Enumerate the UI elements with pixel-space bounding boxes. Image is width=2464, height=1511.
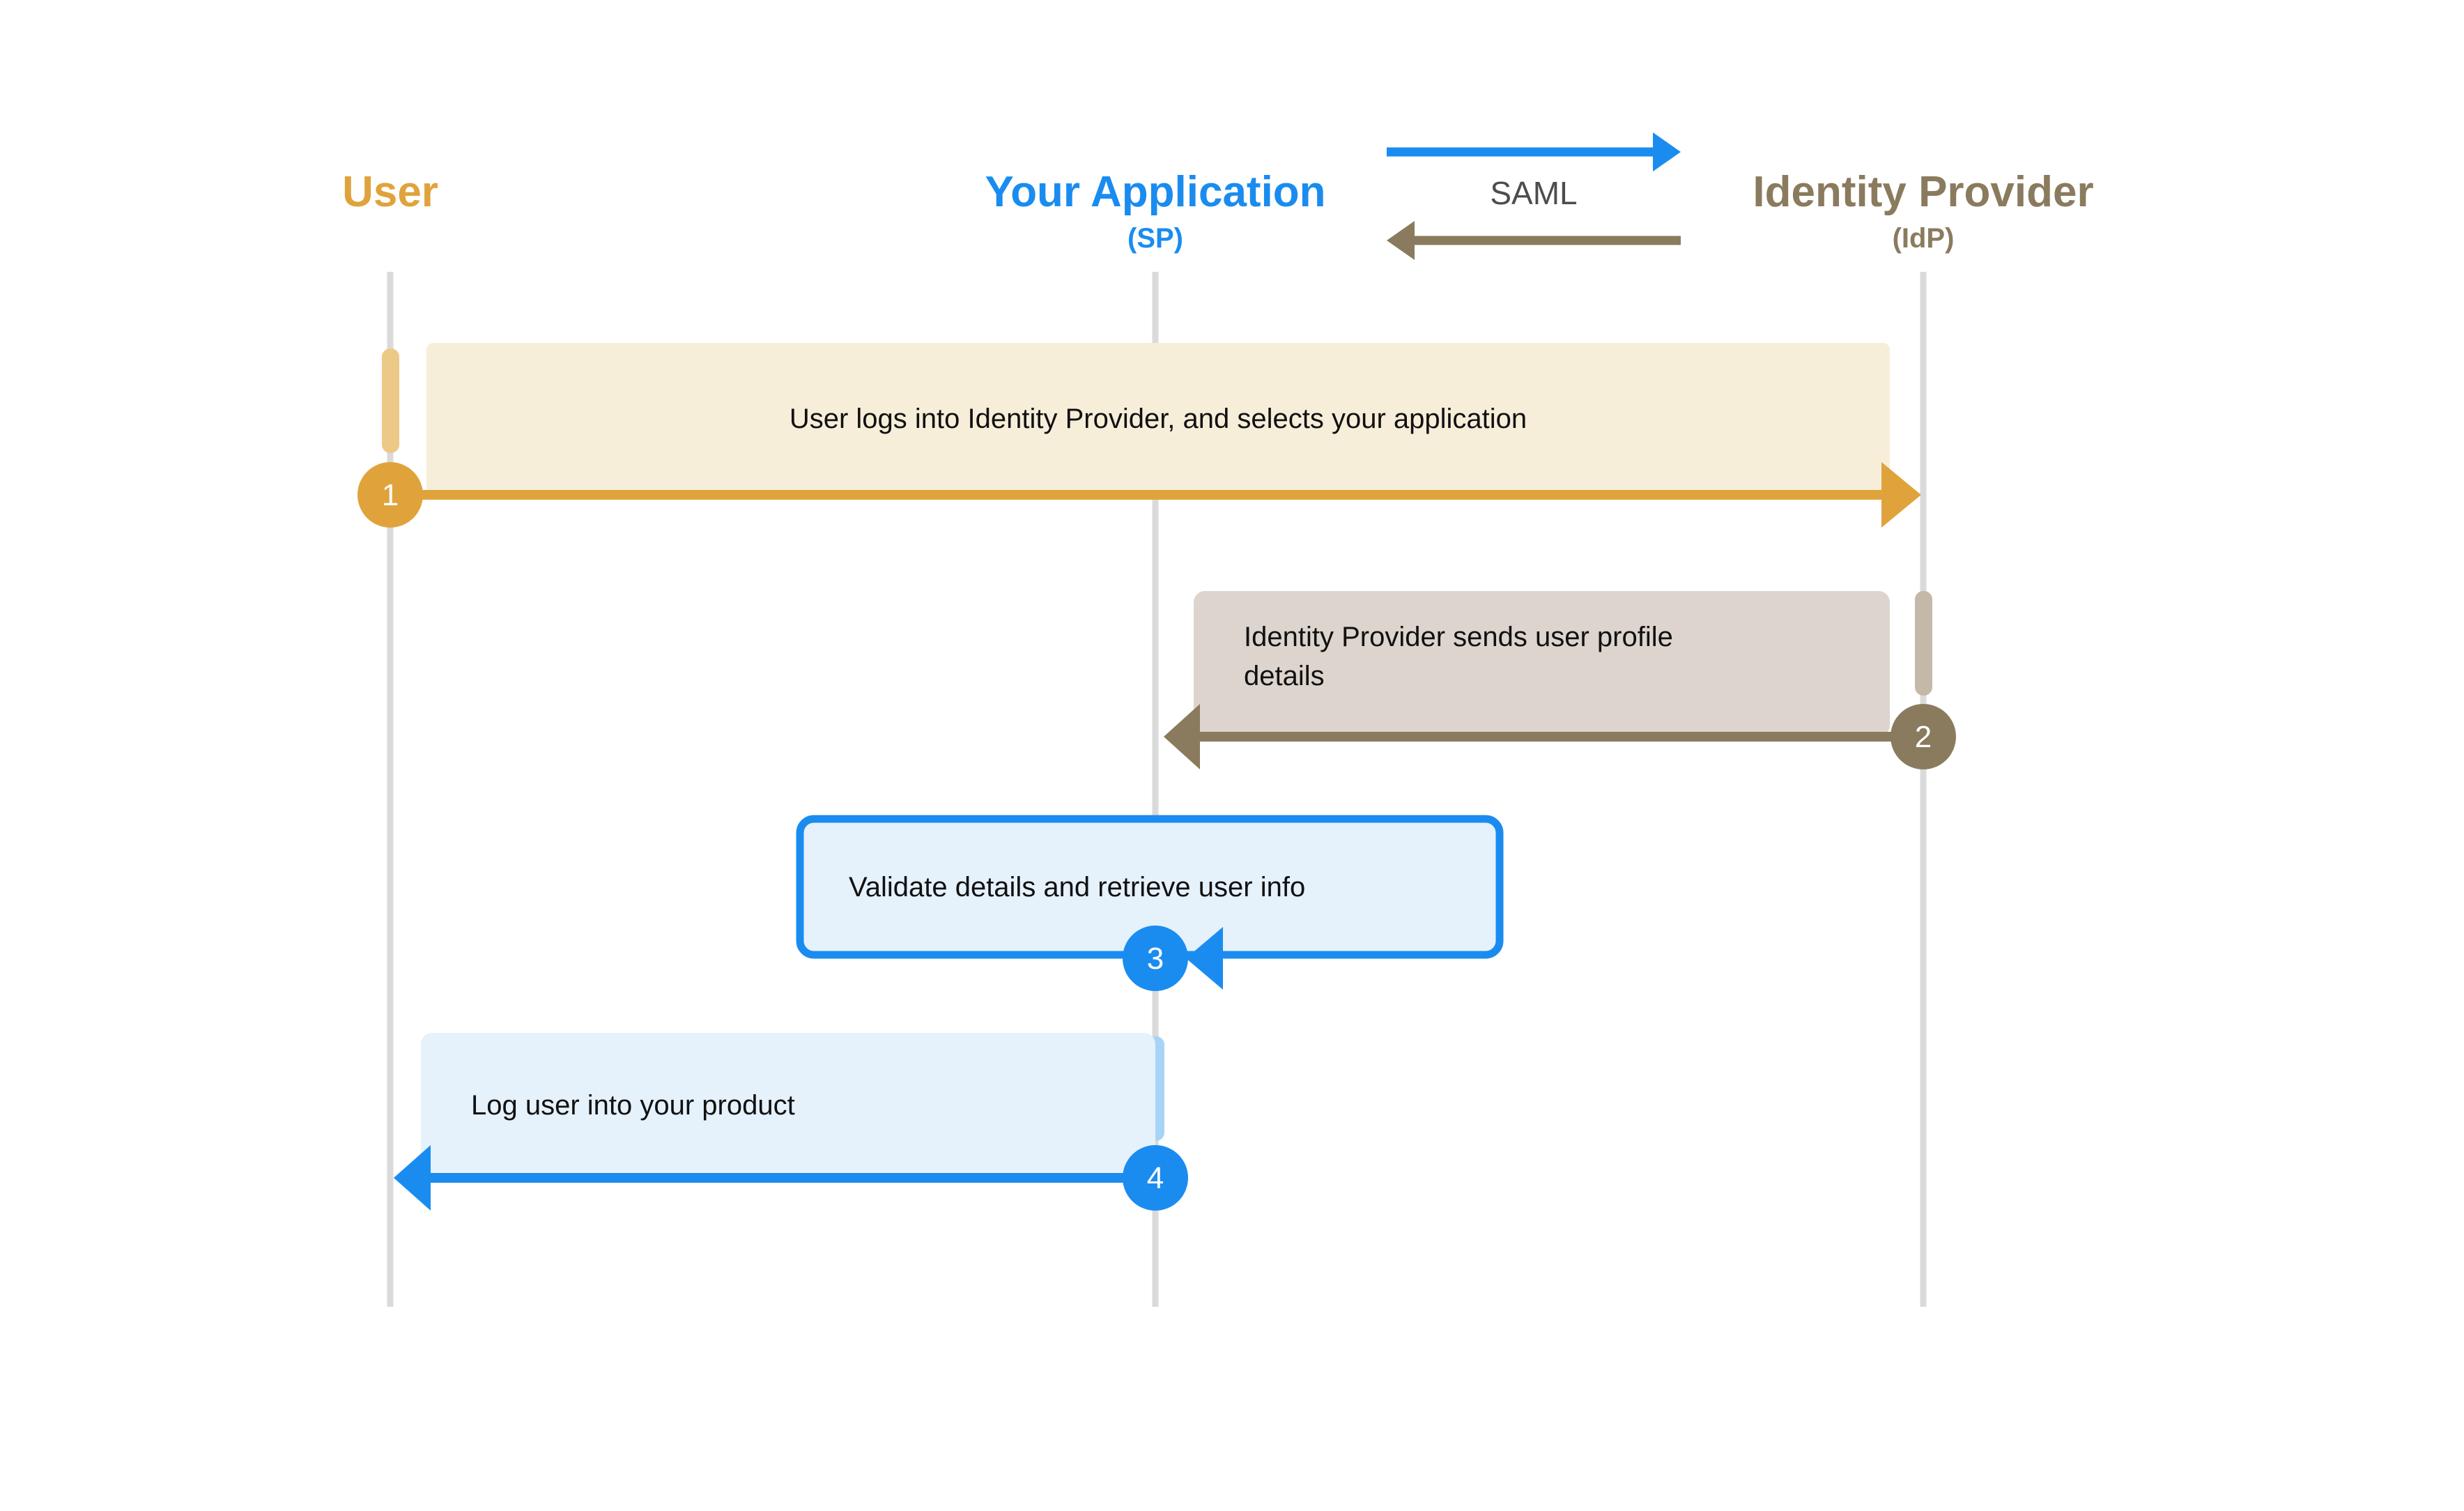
step-3-group[interactable]: [796, 815, 1504, 991]
step-1-group[interactable]: [357, 343, 1921, 528]
step-2-message-band: [1194, 591, 1890, 737]
step-1-message-text: User logs into Identity Provider, and se…: [789, 404, 1527, 434]
saml-legend-label: SAML: [1490, 175, 1578, 211]
step-3-badge-number: 3: [1146, 942, 1164, 976]
step-1-badge[interactable]: [357, 462, 423, 528]
step-1-activation-bar: [382, 348, 399, 453]
participant-subtitle-sp: (SP): [1127, 223, 1183, 254]
step-4-message-band: [421, 1033, 1155, 1178]
step-3-message-text: Validate details and retrieve user info: [849, 872, 1306, 903]
step-4-badge-number: 4: [1146, 1161, 1164, 1195]
step-2-group[interactable]: [1164, 591, 1956, 769]
step-3-badge[interactable]: [1123, 926, 1188, 991]
step-2-arrowhead: [1164, 704, 1200, 769]
participant-subtitle-idp: (IdP): [1892, 223, 1955, 254]
saml-outbound-arrowhead: [1653, 132, 1681, 171]
step-4-arrowhead: [394, 1145, 431, 1211]
step-2-badge[interactable]: [1891, 704, 1956, 769]
step-2-message-text: Identity Provider sends user profile det…: [1244, 622, 1673, 691]
step-2-activation-bar: [1915, 591, 1932, 696]
step-1-badge-number: 1: [381, 478, 399, 512]
participant-header-sp[interactable]: Your Application: [985, 168, 1326, 216]
participant-header-idp[interactable]: Identity Provider: [1753, 168, 2094, 216]
step-2-badge-number: 2: [1914, 720, 1932, 754]
step-4-message-text: Log user into your product: [471, 1090, 795, 1121]
participant-header-user[interactable]: User: [342, 168, 438, 216]
step-1-message-band: [426, 343, 1890, 495]
step-1-arrowhead: [1881, 462, 1921, 528]
saml-inbound-arrowhead: [1387, 221, 1415, 260]
step-3-arrowhead: [1186, 927, 1223, 990]
saml-legend-arrows: [1387, 132, 1681, 260]
step-4-badge[interactable]: [1123, 1145, 1188, 1211]
step-4-group[interactable]: [394, 1033, 1188, 1211]
